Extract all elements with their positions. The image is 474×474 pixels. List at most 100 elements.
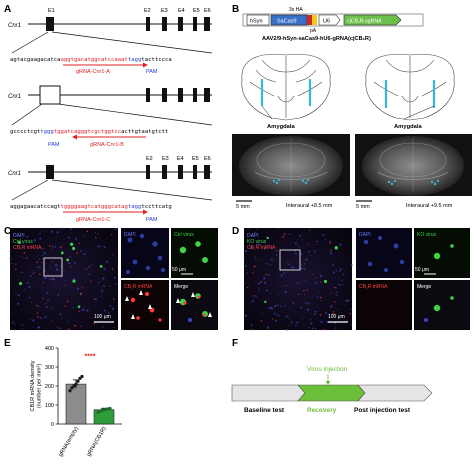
exon-label-e6-c: E6	[204, 156, 211, 162]
vector-title: AAV2/9-hSyn-saCas9-hU6-gRNA(cjCB₁R)	[262, 36, 371, 42]
grna-b-pam-label: PAM	[48, 142, 60, 148]
ha-label: 3x HA	[289, 7, 303, 13]
seq-b-pre: gcccctcgt	[10, 129, 40, 135]
construct-sacas9: SaCas9	[277, 19, 297, 25]
panel-b-label: B	[232, 4, 239, 15]
panel-e-label: E	[4, 338, 11, 349]
seq-a-target: aggtgacatggcatccaaat	[61, 57, 128, 63]
phase-baseline-label: Baseline test	[244, 407, 285, 414]
phase-recovery-label: Recovery	[307, 407, 337, 414]
panel-f-label: F	[232, 338, 238, 349]
d-inset-mrna	[356, 280, 412, 330]
timeline-recovery-segment	[297, 384, 366, 402]
seq-c-post: tccttcatg	[141, 204, 171, 210]
svg-text:aggagaacatccagttggggaagtcatggg: aggagaacatccagttggggaagtcatgggcatagtaggt…	[10, 204, 172, 210]
e-ytick-label-0: 0	[51, 422, 54, 428]
mri-image-2	[355, 134, 472, 196]
d-scale-small: 50 μm	[415, 267, 429, 273]
d-inset-mrna-label: CB₁R mRNA	[359, 284, 388, 290]
construct-u6: U6	[323, 19, 330, 25]
e-point-0-3	[74, 382, 78, 386]
seq-a-pam: tagg	[128, 57, 141, 63]
exon-label-e5-c: E5	[192, 156, 199, 162]
phase-post-label: Post injection test	[354, 407, 411, 414]
e-point-0-5	[78, 376, 82, 380]
exon-label-e4-c: E4	[177, 156, 184, 162]
panel-c: C DAPI Ctrl virus CB₁R mRNA 100 μm DAPI …	[4, 226, 218, 331]
d-scale-big: 100 μm	[328, 314, 345, 320]
c-inset-virus	[171, 228, 218, 278]
seq-a-post: tacttccca	[141, 57, 171, 63]
c-inset-mrna-label: CB₁R mRNA	[124, 284, 153, 290]
d-inset-dapi-label: DAPI	[359, 232, 371, 238]
c-scale-small: 50 μm	[172, 267, 186, 273]
grna-c-pam-label: PAM	[146, 217, 158, 223]
e-significance: ****	[85, 353, 96, 360]
c-legend-dapi: DAPI	[13, 233, 25, 239]
exon-label-e4: E4	[178, 8, 185, 14]
exon-label-e3-c: E3	[162, 156, 169, 162]
c-legend-mrna: CB₁R mRNA	[13, 245, 42, 251]
gene-structure-1: Cnr1	[8, 17, 213, 54]
grna-b-name: gRNA-Cnr1-B	[90, 142, 124, 148]
interaural-label-2: Interaural +9.5 mm	[406, 203, 453, 209]
ctrl-zoom-box	[43, 257, 63, 277]
exon-label-e2-c: E2	[146, 156, 153, 162]
panel-d: D DAPI KO virus CB₁R mRNA 100 μm DAPI KO…	[232, 226, 470, 331]
d-inset-virus-label: KO virus	[417, 232, 437, 238]
seq-c-target: tggggaagtcatgggcatag	[61, 204, 128, 210]
seq-b-pam: tggg	[40, 129, 53, 135]
grna-c-name: gRNA-Cnr1-C	[76, 217, 110, 223]
grna-a-name: gRNA-Cnr1-A	[76, 69, 110, 75]
e-point-0-6	[80, 374, 84, 379]
grna-a-sequence: agtacgaagacatcaaggtgacatggcatccaaattaggt…	[10, 57, 172, 75]
e-ytick-label-4: 400	[45, 346, 54, 352]
svg-text:gcccctcgttgggtggatcagggtcgctgg: gcccctcgttgggtggatcagggtcgctggtccacttgta…	[10, 129, 168, 135]
ctrl-overview-image	[10, 228, 118, 330]
ctrl-overview-speckles	[9, 227, 117, 331]
timeline-baseline-segment	[231, 384, 306, 402]
d-inset-merge	[414, 280, 470, 330]
amygdala-label-1: Amygdala	[267, 124, 295, 130]
construct-sgrna: cjCB₁R-sgRNA	[347, 19, 382, 25]
grna-c-sequence: aggagaacatccagttggggaagtcatgggcatagtaggt…	[10, 204, 172, 223]
exon-label-e3: E3	[161, 8, 168, 14]
brain-atlas-section-1	[241, 54, 331, 121]
panel-b: B 3x HA hSyn SaCas9 pA U6 cjCB₁R-sgRNA A…	[232, 4, 472, 210]
e-point-1-7	[108, 406, 112, 411]
exon-label-e6: E6	[204, 8, 211, 14]
c-inset-dapi-label: DAPI	[124, 232, 136, 238]
e-point-0-4	[76, 379, 80, 383]
svg-text:agtacgaagacatcaaggtgacatggcatc: agtacgaagacatcaaggtgacatggcatccaaattaggt…	[10, 57, 172, 63]
gene-name-1: Cnr1	[8, 23, 21, 29]
brain-atlas-section-2	[365, 54, 455, 121]
exon-label-e1: E1	[48, 8, 55, 14]
d-legend-mrna: CB₁R mRNA	[247, 245, 276, 251]
mri-image-1	[232, 134, 350, 196]
gene-name-2: Cnr1	[8, 94, 21, 100]
panel-c-label: C	[4, 226, 11, 237]
e-point-0-1	[70, 386, 74, 390]
e-point-0-2	[72, 384, 76, 388]
seq-c-pam: tagg	[128, 204, 141, 210]
mri-scale-label-2: 5 mm	[356, 204, 370, 210]
seq-a-pre: agtacgaagacatca	[10, 57, 61, 63]
c-scale-big: 100 μm	[94, 314, 111, 320]
e-category-label-0: gRNA(empty)	[58, 426, 80, 458]
panel-a-label: A	[4, 4, 11, 15]
virus-injection-label: Virus injection	[307, 366, 348, 373]
interaural-label-1: Interaural +8.5 mm	[286, 203, 333, 209]
amygdala-label-2: Amygdala	[394, 124, 422, 130]
d-legend-dapi: DAPI	[247, 233, 259, 239]
ko-zoom-box	[279, 249, 301, 271]
timeline-post-segment	[357, 384, 433, 402]
gene-structure-3: Cnr1	[8, 165, 213, 201]
e-ytick-label-3: 300	[45, 365, 54, 371]
exon-label-e2: E2	[144, 8, 151, 14]
seq-c-pre: aggagaacatccagt	[10, 204, 61, 210]
c-legend-virus: Ctrl virus	[13, 239, 33, 245]
seq-b-target: tggatcagggtcgctggtcc	[54, 129, 121, 135]
exon-label-e5: E5	[193, 8, 200, 14]
